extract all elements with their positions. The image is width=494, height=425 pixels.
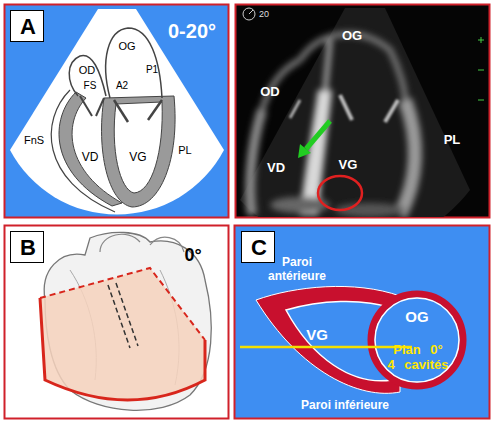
panel-frame — [5, 226, 229, 419]
imaging-plane-border — [40, 268, 205, 340]
scale-tick — [478, 70, 484, 71]
anatomy-label: FnS — [24, 134, 44, 147]
tricuspid-leaflet — [96, 98, 104, 116]
septum-line — [116, 283, 138, 346]
echo-label: OG — [342, 29, 362, 44]
left-ventricle-cavity — [114, 102, 162, 193]
panel-letter: B — [10, 231, 44, 263]
tissue — [250, 34, 415, 217]
mitral-leaflet — [114, 100, 128, 122]
anatomy-label: P1 — [146, 64, 158, 76]
pointer-arrow — [306, 121, 330, 149]
angle-label: 0-20° — [168, 20, 216, 43]
echo-sector — [10, 9, 224, 215]
node-text: VG — [306, 326, 328, 343]
scale-tick — [478, 100, 484, 101]
scale-tick — [481, 37, 482, 43]
wall-label: Paroi inférieure — [301, 399, 389, 413]
plane-label: Plan 0° 4 cavités — [387, 343, 450, 373]
echo-label: VD — [267, 161, 285, 176]
anatomy-label: OG — [118, 40, 135, 53]
right-atrium-wall — [69, 55, 106, 96]
angle-readout: 20 — [259, 9, 269, 19]
valves — [290, 95, 398, 122]
angle-label: 0° — [184, 245, 201, 266]
echo-label: VG — [339, 158, 358, 173]
imaging-plane — [40, 268, 205, 400]
rv-wall — [250, 110, 262, 215]
lv-wall — [400, 100, 415, 215]
echo-label: OD — [260, 85, 280, 100]
shape-outline — [375, 298, 459, 382]
atrium-circle: OG — [366, 289, 468, 391]
imaging-plane-border — [40, 298, 205, 400]
pointer-arrow — [298, 144, 311, 158]
shape-outline — [371, 294, 463, 386]
echo-sector — [240, 8, 470, 217]
anatomy-label: OD — [79, 64, 96, 77]
mitral-leaflet — [340, 95, 352, 120]
angle-dial — [249, 10, 253, 14]
node-text: A — [20, 14, 36, 39]
panel-letter: C — [241, 231, 275, 263]
echo-label: PL — [444, 133, 461, 148]
node-text: B — [20, 235, 36, 260]
highlight-circle — [318, 176, 362, 210]
echo-image — [240, 8, 470, 217]
node-text: C — [251, 235, 267, 260]
angle-dial — [243, 8, 255, 20]
wall-label: Paroi antérieure — [257, 256, 337, 284]
left-ventricle-wall — [102, 96, 176, 207]
septum-line — [108, 285, 130, 348]
anatomy-label: VG — [129, 151, 146, 165]
anatomy-label: A2 — [116, 80, 128, 92]
tricuspid-leaflet — [80, 96, 92, 116]
anatomy-label: VD — [82, 151, 99, 165]
anatomy-label: PL — [178, 144, 191, 157]
aorta-sketch — [100, 234, 140, 252]
atrium-circle-outline — [366, 289, 468, 391]
speckle — [270, 197, 330, 213]
left-atrium-wall — [106, 28, 162, 98]
atrial-wall — [300, 34, 405, 100]
anatomy-label: FS — [84, 80, 97, 92]
panel-letter: A — [10, 10, 44, 42]
vessel-sketch — [150, 237, 184, 252]
tricuspid-leaflet — [290, 100, 300, 118]
mitral-leaflet — [148, 100, 162, 120]
mitral-leaflet — [385, 100, 398, 122]
interatrial-septum — [325, 40, 330, 92]
panel-frame — [5, 5, 229, 218]
panel-frame — [235, 226, 490, 419]
node-text: OG — [405, 308, 428, 325]
